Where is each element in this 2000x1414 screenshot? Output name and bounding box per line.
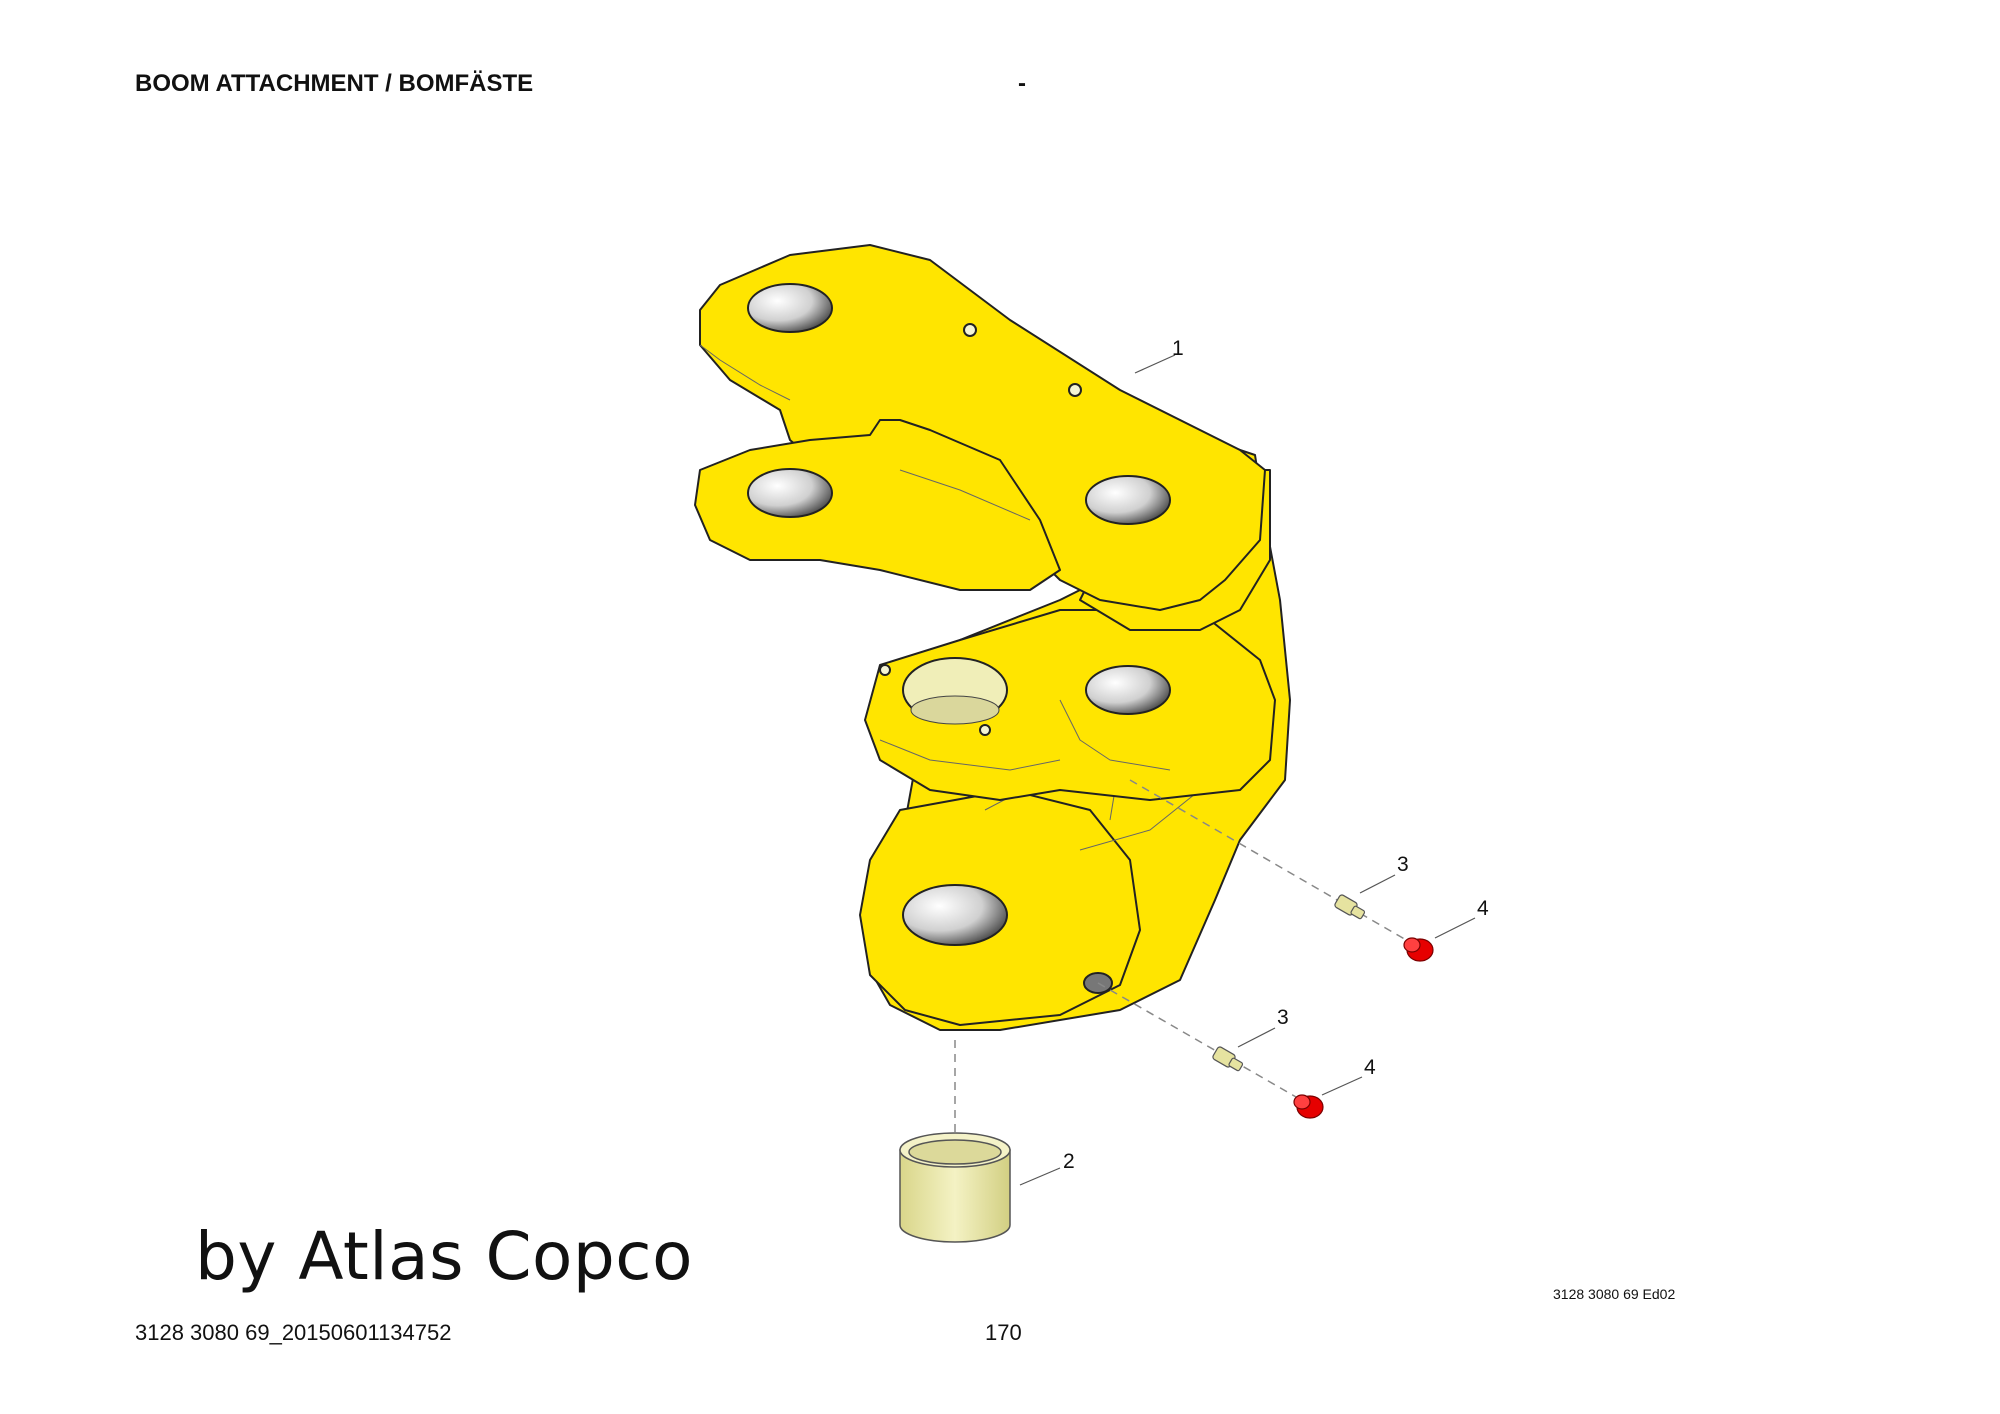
grease-nipple-part-3-lower <box>1212 1046 1244 1072</box>
pin-hole-mid-right <box>1085 665 1171 715</box>
bushing-part-2 <box>899 1132 1011 1243</box>
boom-bracket-part-1 <box>694 244 1291 1031</box>
section-label: - <box>1018 70 1026 97</box>
page-title: BOOM ATTACHMENT / BOMFÄSTE <box>135 70 534 97</box>
pin-hole-mid-left <box>747 468 833 518</box>
document-id: 3128 3080 69_20150601134752 <box>135 1320 452 1345</box>
grease-nipple-part-3-upper <box>1334 894 1366 920</box>
callout-1: 1 <box>1172 337 1184 360</box>
pin-hole-top-left <box>747 283 833 333</box>
callout-4-lower: 4 <box>1364 1056 1376 1079</box>
cap-part-4-upper <box>1403 937 1434 962</box>
pin-hole-upper-right <box>1085 475 1171 525</box>
page-number: 170 <box>985 1320 1022 1345</box>
assembly-guide-lines <box>954 779 1421 1170</box>
watermark-text: by Atlas Copco <box>195 1218 693 1295</box>
callout-4-upper: 4 <box>1477 897 1489 920</box>
callout-2: 2 <box>1063 1150 1075 1173</box>
cap-part-4-lower <box>1293 1094 1324 1119</box>
callout-3-lower: 3 <box>1277 1006 1289 1029</box>
callout-leaders <box>1019 354 1476 1186</box>
pin-hole-bottom <box>902 884 1008 946</box>
drawing-number: 3128 3080 69 Ed02 <box>1553 1286 1676 1302</box>
callout-3-upper: 3 <box>1397 853 1409 876</box>
